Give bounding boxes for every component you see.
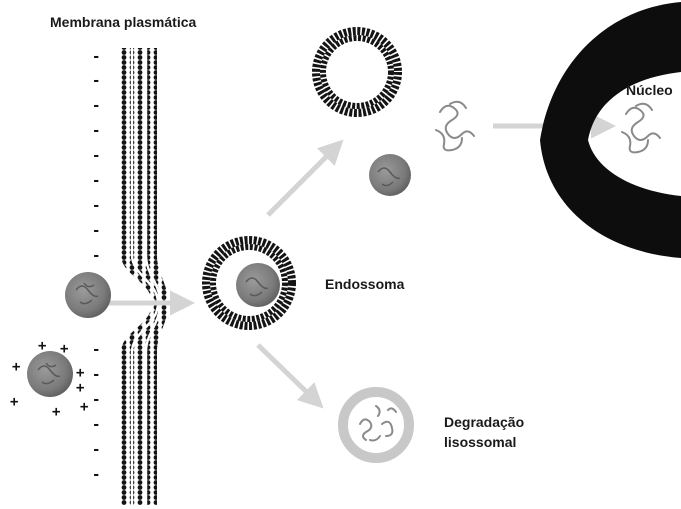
positive-charge: + (76, 366, 84, 380)
pathway-arrows (105, 126, 611, 405)
escaped-vesicle (313, 28, 401, 116)
negative-charge: - (92, 418, 100, 432)
lysosome (343, 392, 409, 458)
negative-charge: - (92, 443, 100, 457)
membrane-label: Membrana plasmática (50, 14, 196, 31)
positive-charge: + (80, 400, 88, 414)
positive-charge: + (76, 381, 84, 395)
released-particle (369, 154, 411, 196)
positive-charge: + (52, 405, 60, 419)
negative-charge: - (92, 249, 100, 263)
plasma-membrane (121, 48, 168, 505)
nucleus-label: Núcleo (626, 82, 673, 99)
negative-charge: - (92, 393, 100, 407)
degradation-label-line2: lisossomal (444, 434, 516, 451)
nanoparticle-outside (65, 272, 111, 318)
negative-charge: - (92, 368, 100, 382)
endosome-label: Endossoma (325, 276, 404, 293)
positive-charge: + (12, 360, 20, 374)
negative-charge: - (92, 74, 100, 88)
positive-charge: + (10, 395, 18, 409)
nanoparticle-charged (27, 351, 73, 397)
degradation-arrow (258, 345, 320, 405)
positive-charge: + (38, 339, 46, 353)
released-cargo-icon (436, 102, 474, 151)
negative-charge: - (92, 468, 100, 482)
nucleus (540, 2, 681, 258)
negative-charge: - (92, 174, 100, 188)
negative-charge: - (92, 224, 100, 238)
escape-arrow (268, 143, 340, 215)
degradation-label-line1: Degradação (444, 414, 524, 431)
endosome (204, 238, 294, 328)
negative-charge: - (92, 343, 100, 357)
negative-charge: - (92, 50, 100, 64)
endosome-particle (236, 263, 280, 307)
nuclear-cargo-icon (622, 104, 660, 153)
positive-charge: + (60, 342, 68, 356)
negative-charge: - (92, 199, 100, 213)
negative-charge: - (92, 124, 100, 138)
negative-charge: - (92, 99, 100, 113)
negative-charge: - (92, 149, 100, 163)
